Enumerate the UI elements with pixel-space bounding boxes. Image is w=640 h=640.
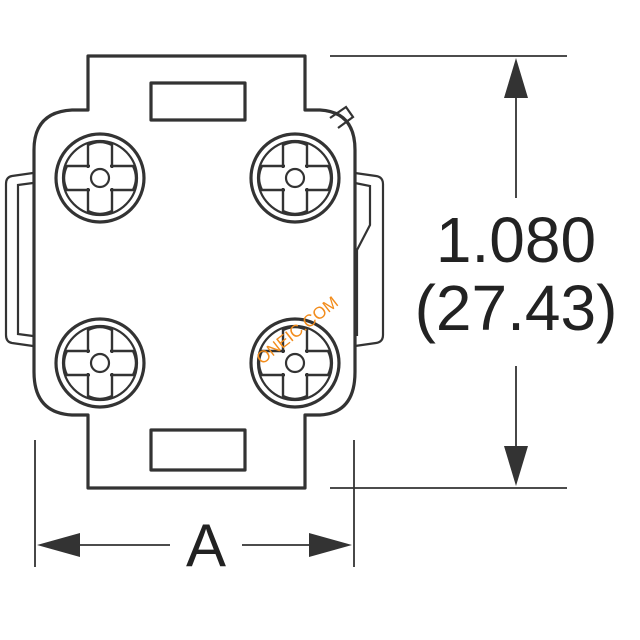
terminal-center: [284, 167, 306, 189]
terminal-cavity: [249, 317, 341, 409]
bottom-latch-window: [149, 428, 247, 472]
terminal-center: [89, 352, 111, 374]
terminal-contact: [62, 140, 138, 216]
terminal-cavity: [54, 132, 146, 224]
left-latch: [4, 171, 34, 348]
terminal-outer-ring: [249, 317, 341, 409]
terminal-inner-ring: [256, 139, 334, 217]
width-arrow-right: [309, 533, 352, 557]
height-arrow-up: [504, 58, 528, 98]
terminal-outer-ring: [249, 132, 341, 224]
width-arrow-left: [37, 533, 80, 557]
height-dimension: 1.080 (27.43): [330, 55, 618, 489]
terminal-contact: [257, 325, 333, 401]
terminal-inner-ring: [61, 139, 139, 217]
top-latch-window: [149, 81, 247, 122]
terminal-cavity: [249, 132, 341, 224]
terminal-cavities: [54, 132, 341, 409]
width-dimension: A: [34, 440, 355, 579]
terminal-contact: [62, 325, 138, 401]
terminal-outer-ring: [54, 132, 146, 224]
terminal-cavity: [54, 317, 146, 409]
terminal-center: [284, 352, 306, 374]
terminal-inner-ring: [61, 324, 139, 402]
terminal-center: [89, 167, 111, 189]
terminal-outer-ring: [54, 317, 146, 409]
height-mm-label: (27.43): [415, 272, 618, 344]
height-arrow-down: [504, 446, 528, 486]
width-label: A: [186, 512, 226, 579]
housing-outline: [32, 54, 357, 490]
height-inches-label: 1.080: [436, 204, 596, 276]
terminal-contact: [257, 140, 333, 216]
